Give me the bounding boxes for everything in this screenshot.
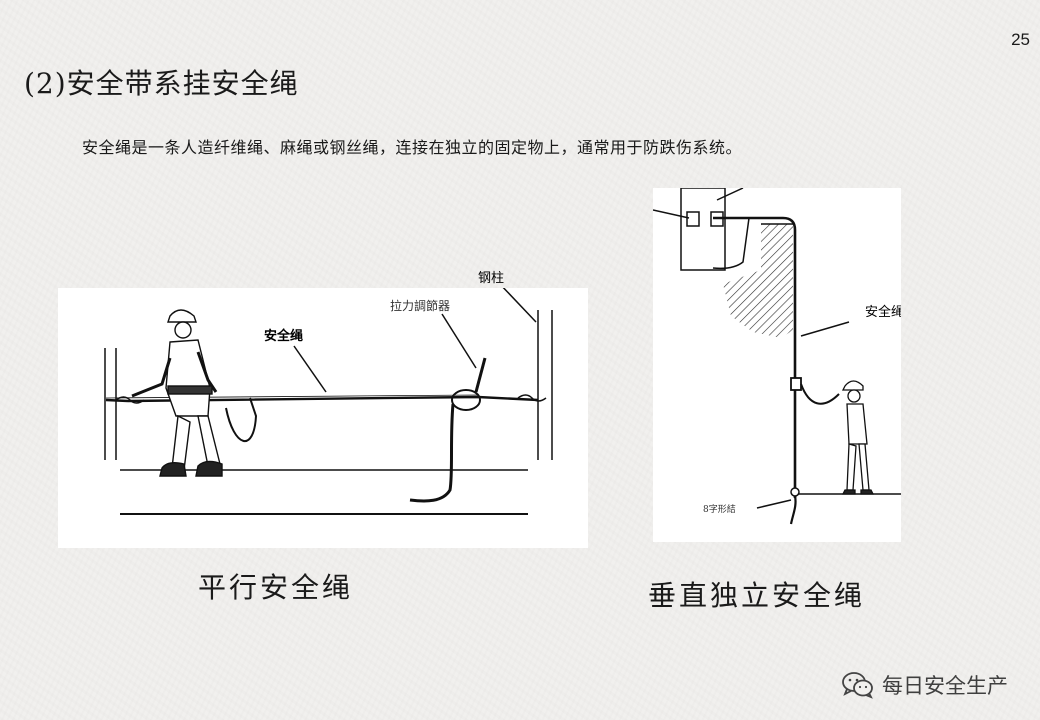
adjuster-leader [441,313,477,369]
right-anchor-hook [517,394,547,402]
tension-adjuster-label: 拉力調節器 [390,298,450,313]
rope-grab [790,377,802,391]
safety-rope-leader [293,345,327,393]
hatched-wall [723,224,793,338]
horizontal-lifeline-figure: 安全绳 拉力調節器 钢柱 [58,271,588,548]
worker-leg-left [171,414,191,471]
steel-column-label: 钢柱 [478,271,504,286]
hanging-rope-tail [409,403,455,503]
safety-rope-label: 安全绳 [264,328,303,344]
horizontal-lifeline-caption: 平行安全绳 [198,571,354,604]
page-number: 25 [1011,30,1030,49]
watermark: 每日安全生产 [842,670,1008,700]
small-worker-boot-left [841,489,856,495]
worker-head [174,321,192,339]
vertical-lifeline-figure: 安全绳 8字形結 [653,188,901,542]
knot-leader [756,499,792,509]
worker-torso [165,339,211,417]
rope-loop-top [712,217,750,270]
worker-arm-right [196,351,218,393]
steel-column-label-holder: 钢柱 [478,271,504,286]
tension-adjuster-lever [474,357,487,393]
small-worker-head [847,389,861,403]
small-worker-helmet [841,380,864,391]
watermark-text: 每日安全生产 [882,674,1008,698]
vertical-lifeline-rope [713,216,797,498]
safety-rope-label: 安全绳 [865,304,901,320]
lifeline-rope [105,395,539,403]
figure-eight-knot-label: 8字形結 [703,503,736,515]
wechat-icon [842,672,873,699]
worker-figure [131,309,223,477]
lanyard [800,383,840,405]
worker-leg-right [197,415,221,467]
safety-rope-leader [800,321,850,337]
safety-rope-label-bg [861,300,901,322]
steel-column-leader [502,288,537,323]
figure-eight-knot [790,487,800,497]
vertical-lifeline-caption: 垂直独立安全绳 [648,579,866,612]
top-anchor-column [680,188,726,271]
horizontal-lifeline-drawing: 安全绳 拉力調節器 [104,288,553,515]
small-worker-leg-right [858,443,870,491]
worker-boot-left [159,461,187,477]
small-worker-torso [846,403,868,445]
anchor-clamp-left [686,211,700,227]
left-anchor-hook [115,396,145,404]
slide-title: (2)安全带系挂安全绳 [24,67,299,100]
rope-tail [789,495,797,525]
small-worker-leg-left [846,443,857,491]
worker-boot-right [195,460,223,477]
worker-arm-left [131,357,172,398]
vertical-lifeline-drawing: 安全绳 8字形結 [653,188,901,525]
tension-adjuster-body [451,389,481,411]
lanyard [225,397,258,442]
small-worker-boot-right [860,489,875,495]
small-worker-figure [841,380,875,495]
intro-text: 安全绳是一条人造纤维绳、麻绳或钢丝绳，连接在独立的固定物上，通常用于防跌伤系统。 [82,138,743,157]
worker-harness-belt [167,385,213,395]
worker-helmet [167,309,197,323]
